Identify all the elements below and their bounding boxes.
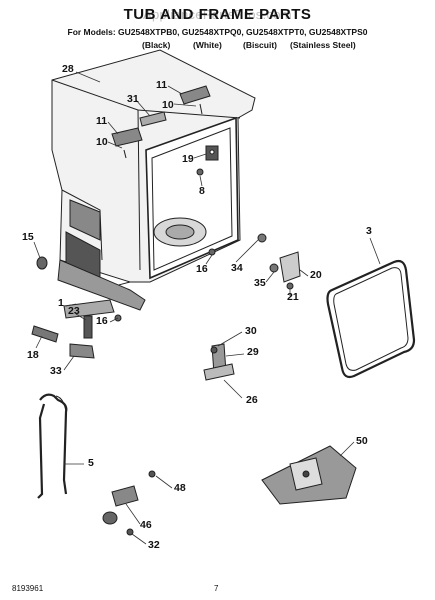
callout: 21 bbox=[287, 291, 299, 303]
washer-35 bbox=[269, 263, 279, 273]
callout: 16 bbox=[96, 315, 108, 327]
latch-assembly bbox=[203, 343, 235, 381]
base-plate-50 bbox=[261, 445, 357, 505]
wire-harness-5 bbox=[37, 393, 68, 499]
screw-8 bbox=[196, 168, 204, 176]
callout: 34 bbox=[231, 262, 243, 274]
callout: 19 bbox=[182, 153, 194, 165]
callout: 29 bbox=[247, 346, 259, 358]
part-33 bbox=[69, 343, 95, 359]
callout: 20 bbox=[310, 269, 322, 281]
callout: 31 bbox=[127, 93, 139, 105]
callout: 10 bbox=[162, 99, 174, 111]
callout: 30 bbox=[245, 325, 257, 337]
callout: 50 bbox=[356, 435, 368, 447]
callout: 33 bbox=[50, 365, 62, 377]
callout: 23 bbox=[68, 305, 80, 317]
screw-48 bbox=[148, 470, 156, 478]
callout: 1 bbox=[58, 297, 64, 309]
color-black: (Black) bbox=[142, 40, 171, 50]
callout: 11 bbox=[96, 115, 108, 127]
callout: 16 bbox=[196, 263, 208, 275]
plug-15 bbox=[36, 256, 48, 270]
page-number: 7 bbox=[214, 584, 219, 593]
callout: 46 bbox=[140, 519, 152, 531]
callout: 15 bbox=[22, 231, 34, 243]
tub-assembly bbox=[51, 49, 256, 311]
bracket-31 bbox=[139, 111, 167, 127]
callout: 8 bbox=[199, 185, 205, 197]
callout: 10 bbox=[96, 136, 108, 148]
part-1 bbox=[63, 299, 115, 319]
mounting-bracket-top-right bbox=[179, 85, 211, 105]
part-23 bbox=[83, 315, 93, 339]
callout: 11 bbox=[156, 79, 168, 91]
mounting-bracket-left bbox=[111, 127, 143, 147]
callout: 5 bbox=[88, 457, 94, 469]
color-biscuit: (Biscuit) bbox=[243, 40, 277, 50]
hinge-19 bbox=[205, 145, 219, 161]
callout: 32 bbox=[148, 539, 160, 551]
screw-16-mid bbox=[208, 248, 216, 256]
part-18 bbox=[31, 325, 59, 343]
page-title: TUB AND FRAME PARTS bbox=[123, 6, 312, 23]
callout: 28 bbox=[62, 63, 74, 75]
callout: 48 bbox=[174, 482, 186, 494]
screw-21 bbox=[286, 282, 294, 290]
bracket-20 bbox=[279, 251, 301, 283]
callout: 26 bbox=[246, 394, 258, 406]
watermark: AppliancePartsPros.com bbox=[143, 7, 292, 22]
callout: 18 bbox=[27, 349, 39, 361]
callout: 3 bbox=[366, 225, 372, 237]
color-white: (White) bbox=[193, 40, 222, 50]
valve-46 bbox=[102, 485, 139, 536]
part-number: 8193961 bbox=[12, 584, 44, 593]
nut-34 bbox=[257, 233, 267, 243]
callout: 35 bbox=[254, 277, 266, 289]
model-list: For Models: GU2548XTPB0, GU2548XTPQ0, GU… bbox=[67, 27, 368, 37]
color-stainless: (Stainless Steel) bbox=[290, 40, 356, 50]
